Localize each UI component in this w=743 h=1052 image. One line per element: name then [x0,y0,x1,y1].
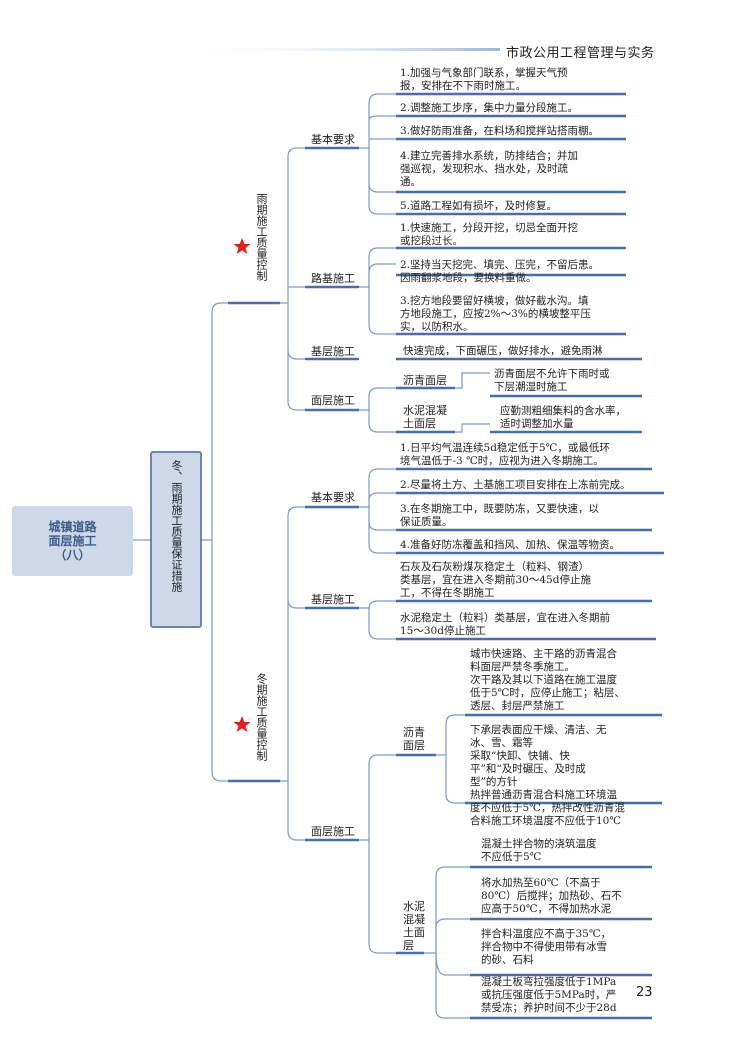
rain-basic-label: 基本要求 [311,133,355,146]
list-item: 2.坚持当天挖完、填完、压完，不留后患。因雨翻浆地段，要换料重做。 [400,259,600,284]
rain-concrete-label: 水泥混凝土面层 [403,404,447,430]
winter-branch-label: 冬期施工质量控制 [255,673,268,761]
star-icon [233,716,251,732]
list-item: 拌合料温度应不高于35℃，拌合物中不得使用带有冰雪的砂、石料 [481,928,612,966]
rain-branch-label: 雨期施工质量控制 [255,193,268,281]
rain-concrete-text: 应勤测粗细集料的含水率，适时调整加水量 [500,405,626,430]
rain-asphalt-label: 沥青面层 [403,374,447,387]
list-item: 下承层表面应干燥、清洁、无冰、雪、霜等采取“快卸、快铺、快平”和“及时碾压、及时… [470,724,625,827]
list-item: 1.加强与气象部门联系，掌握天气预报，安排在不下雨时施工。 [400,67,568,92]
list-item: 4.准备好防冻覆盖和挡风、加热、保温等物资。 [400,539,621,551]
winter-base-label: 基层施工 [311,593,355,606]
rain-base-text: 快速完成，下面碾压，做好排水，避免雨淋 [403,345,603,357]
winter-surface-label: 面层施工 [311,825,355,838]
star-icon [233,238,251,254]
list-item: 3.在冬期施工中，既要防冻，又要快速，以保证质量。 [400,503,600,528]
rain-subgrade-label: 路基施工 [311,272,355,285]
winter-basic-label: 基本要求 [311,491,355,504]
root-node: 城镇道路 面层施工 （八） [12,506,133,576]
rain-surface-label: 面层施工 [311,394,355,407]
list-item: 2.调整施工步序，集中力量分段施工。 [400,102,579,114]
root-label: 城镇道路 面层施工 （八） [48,520,97,562]
rain-asphalt-text: 沥青面层不允许下雨时或下层潮湿时施工 [494,368,610,393]
main-node: 冬、雨期施工质量保证措施 [150,451,202,628]
page-number: 23 [636,985,653,1000]
header-rule [190,48,500,51]
list-item: 5.道路工程如有损坏，及时修复。 [400,200,558,212]
list-item: 1.快速施工，分段开挖，切忌全面开挖或挖段过长。 [400,222,579,247]
list-item: 1.日平均气温连续5d稳定低于5℃，或最低环境气温低于-3 ℃时，应视为进入冬期… [400,442,610,467]
header-title: 市政公用工程管理与实务 [506,46,655,61]
list-item: 城市快速路、主干路的沥青混合料面层严禁冬季施工。次干路及其以下道路在施工温度低于… [470,648,625,712]
list-item: 石灰及石灰粉煤灰稳定土（粒料、钢渣）类基层，宜在进入冬期前30～45d停止施工，… [400,561,591,599]
list-item: 混凝土拌合物的浇筑温度不应低于5℃ [481,838,597,863]
list-item: 2.尽量将土方、土基施工项目安排在上冻前完成。 [400,479,631,491]
list-item: 4.建立完善排水系统，防排结合；并加强巡视，发现积水、挡水处，及时疏通。 [400,150,579,188]
rain-base-label: 基层施工 [311,345,355,358]
list-item: 3.做好防雨准备，在料场和搅拌站搭雨棚。 [400,125,600,137]
list-item: 3.挖方地段要留好横坡，做好截水沟。填方地段施工，应按2%～3%的横坡整平压实，… [400,295,591,333]
main-label: 冬、雨期施工质量保证措施 [170,460,183,592]
winter-concrete-label: 水泥混凝土面层 [403,900,425,952]
winter-asphalt-label: 沥青面层 [403,726,425,752]
